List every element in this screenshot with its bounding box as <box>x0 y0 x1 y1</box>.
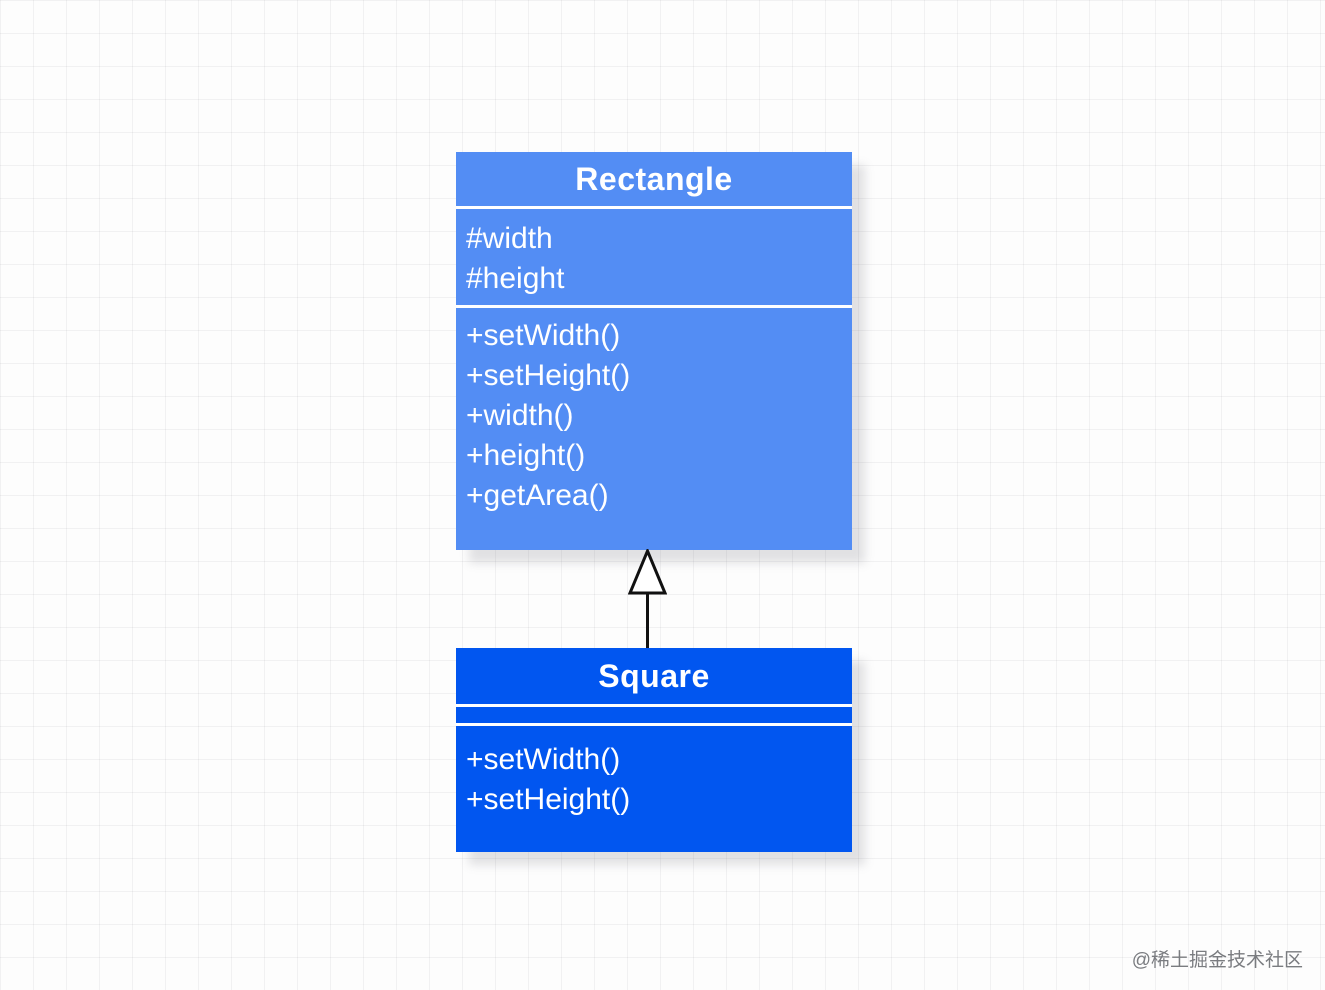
square-methods-compartment: +setWidth() +setHeight() <box>456 723 852 852</box>
method-item: +setWidth() <box>466 319 621 352</box>
inheritance-triangle-icon <box>628 549 667 595</box>
square-attributes-compartment <box>456 704 852 723</box>
method-item: +setHeight() <box>466 783 631 816</box>
method-item: +setWidth() <box>466 743 621 776</box>
class-node-rectangle: Rectangle #width #height +setWidth() +se… <box>456 152 852 550</box>
class-title-square: Square <box>598 657 710 694</box>
class-title-rectangle: Rectangle <box>575 160 733 197</box>
class-node-square: Square +setWidth() +setHeight() <box>456 648 852 852</box>
method-item: +height() <box>466 439 586 472</box>
watermark: @稀土掘金技术社区 <box>1131 950 1303 971</box>
method-item: +width() <box>466 399 574 432</box>
method-item: +getArea() <box>466 479 609 512</box>
rectangle-methods-compartment: +setWidth() +setHeight() +width() +heigh… <box>456 305 852 550</box>
inheritance-arrow <box>628 549 667 649</box>
method-item: +setHeight() <box>466 359 631 392</box>
rectangle-attributes-compartment: #width #height <box>456 206 852 305</box>
attribute-item: #width <box>466 222 553 255</box>
attribute-item: #height <box>466 262 565 295</box>
